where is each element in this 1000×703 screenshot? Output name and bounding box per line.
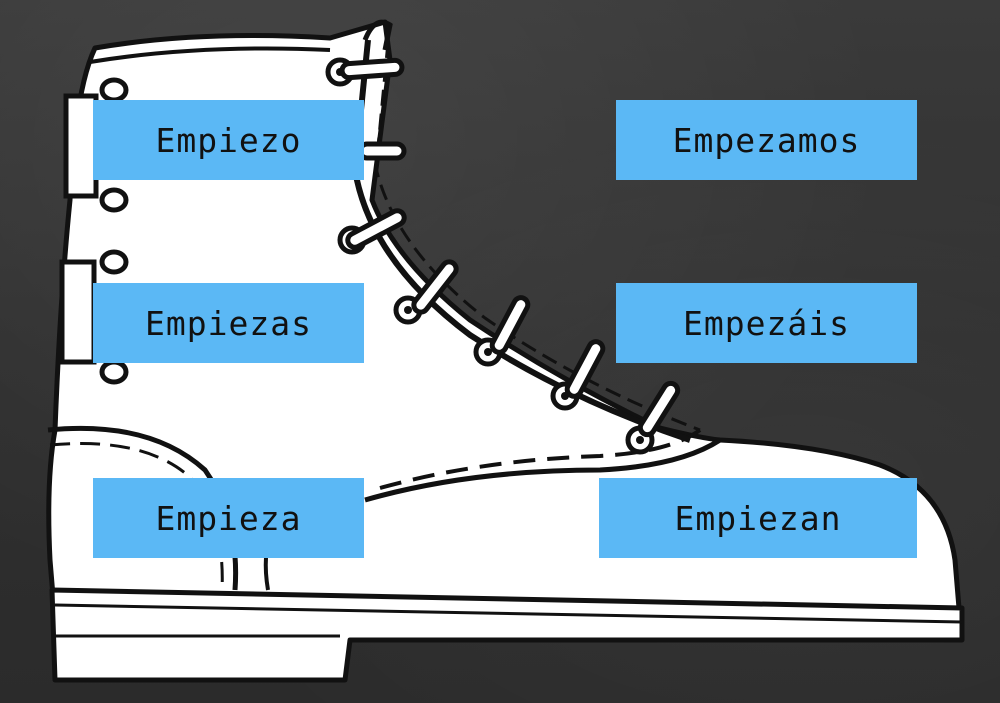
conjugation-yo-label: Empiezo (155, 120, 302, 160)
conjugation-yo-box: Empiezo (93, 100, 364, 180)
conjugation-vosotros-box: Empezáis (616, 283, 917, 363)
tongue-loop (362, 19, 393, 51)
conjugation-ellos-box: Empiezan (599, 478, 917, 558)
strap-middle (59, 259, 97, 365)
collar (89, 46, 331, 64)
conjugation-vosotros-label: Empezáis (683, 303, 850, 343)
toe-cap-seam (364, 437, 722, 503)
sole (49, 587, 965, 683)
conjugation-ellos-label: Empiezan (674, 498, 842, 538)
conjugation-nosotros-label: Empezamos (672, 120, 861, 160)
conjugation-el-label: Empieza (155, 498, 302, 538)
conjugation-tu-box: Empiezas (93, 283, 364, 363)
lace-channel (351, 39, 691, 443)
laces (339, 57, 681, 438)
eyelet-centers (336, 68, 644, 444)
sole-line (54, 603, 963, 624)
toe-cap-stitch (379, 428, 702, 490)
strap-top (63, 93, 99, 199)
conjugation-tu-label: Empiezas (145, 303, 312, 343)
conjugation-nosotros-box: Empezamos (616, 100, 917, 180)
conjugation-el-box: Empieza (93, 478, 364, 558)
